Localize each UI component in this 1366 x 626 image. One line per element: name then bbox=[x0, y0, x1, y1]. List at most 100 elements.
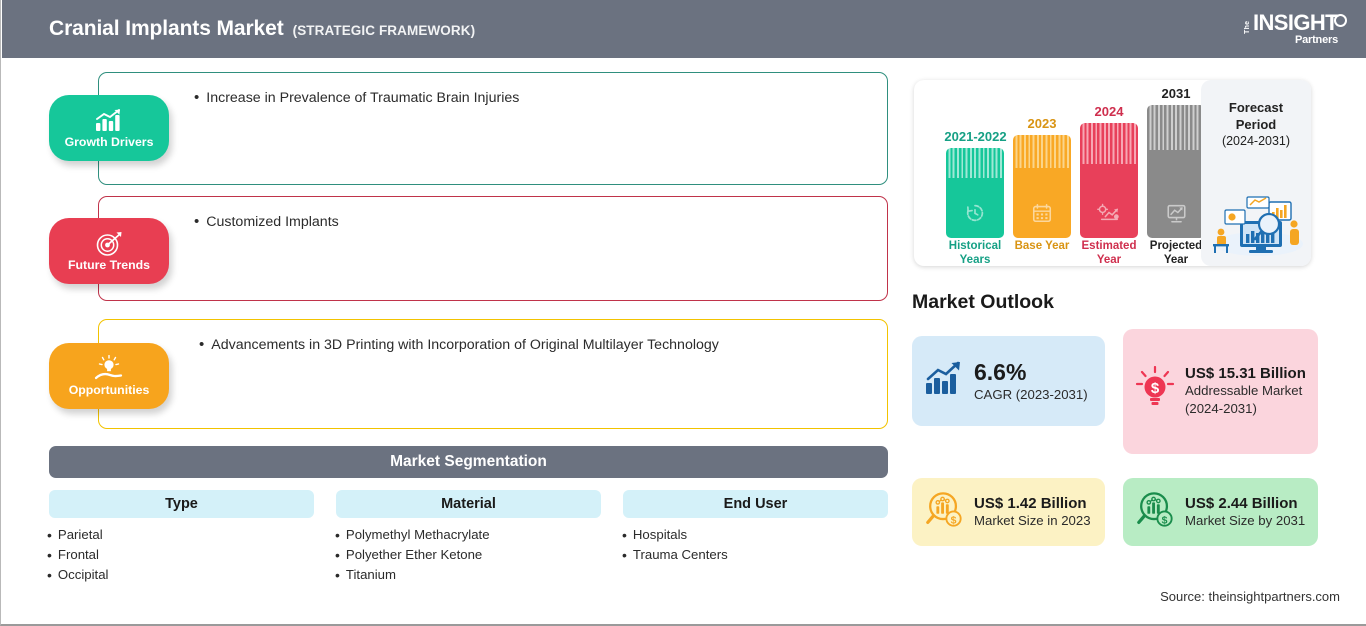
outlook-card-cagr[interactable]: 6.6% CAGR (2023-2031) bbox=[912, 336, 1105, 426]
forecast-bar-base: 2023 bbox=[1013, 80, 1071, 266]
bullet-dot-icon: • bbox=[622, 527, 627, 543]
insight-partners-logo: The INSIGHT Partners bbox=[1227, 8, 1347, 50]
segmentation-list-enduser: • Hospitals • Trauma Centers bbox=[622, 525, 728, 565]
presentation-chart-icon bbox=[1147, 202, 1205, 224]
list-item-label: Occipital bbox=[57, 567, 109, 582]
segmentation-header-type: Type bbox=[49, 490, 314, 518]
bullet-dot-icon: • bbox=[47, 547, 52, 563]
list-item-label: Trauma Centers bbox=[632, 547, 728, 562]
page-header: Cranial Implants Market (STRATEGIC FRAME… bbox=[2, 0, 1366, 58]
list-item: • Hospitals bbox=[622, 525, 728, 545]
forecast-bar-year-label: 2024 bbox=[1094, 104, 1124, 119]
list-item: • Parietal bbox=[47, 525, 108, 545]
list-item-label: Titanium bbox=[345, 567, 396, 582]
bullet-dot-icon: • bbox=[47, 527, 52, 543]
forecast-bar-year-label: 2021-2022 bbox=[944, 129, 1007, 144]
segmentation-list-material: •Polymethyl Methacrylate •Polyether Ethe… bbox=[335, 525, 490, 585]
bullet-dot-icon: • bbox=[335, 547, 340, 563]
forecast-period-years: (2024-2031) bbox=[1221, 134, 1291, 148]
opportunities-bullet-text: Advancements in 3D Printing with Incorpo… bbox=[211, 337, 719, 353]
outlook-card-text: US$ 15.31 Billion Addressable Market (20… bbox=[1185, 365, 1306, 418]
outlook-card-market-size-2023[interactable]: $ US$ 1.42 Billion Market Size in 2023 bbox=[912, 478, 1105, 546]
bullet-dot-icon: • bbox=[335, 567, 340, 583]
future-trends-bullet-row: • Customized Implants bbox=[194, 214, 339, 230]
opportunities-bullet-row: • Advancements in 3D Printing with Incor… bbox=[199, 337, 719, 353]
forecast-bar-body bbox=[1080, 123, 1138, 238]
list-item-label: Parietal bbox=[57, 527, 103, 542]
future-trends-badge[interactable]: Future Trends bbox=[49, 218, 169, 284]
bullet-dot-icon: • bbox=[194, 89, 200, 106]
opportunities-badge[interactable]: Opportunities bbox=[49, 343, 169, 409]
outlook-card-text: US$ 1.42 Billion Market Size in 2023 bbox=[974, 495, 1091, 530]
segmentation-header-material: Material bbox=[336, 490, 601, 518]
future-trends-badge-label: Future Trends bbox=[68, 257, 150, 272]
outlook-card-text: US$ 2.44 Billion Market Size by 2031 bbox=[1185, 495, 1305, 530]
opportunities-badge-label: Opportunities bbox=[68, 382, 150, 397]
logo-circle-icon bbox=[1334, 14, 1347, 27]
forecast-bar-caption: Projected Year bbox=[1149, 240, 1203, 266]
list-item: • Frontal bbox=[47, 545, 108, 565]
forecast-bar-stripes bbox=[946, 148, 1004, 178]
forecast-bar-caption: Historical Years bbox=[948, 240, 1002, 266]
forecast-bar-fill bbox=[1080, 162, 1138, 238]
forecast-bar-caption: Estimated Year bbox=[1081, 240, 1137, 266]
svg-text:$: $ bbox=[1151, 380, 1160, 397]
market-outlook-title: Market Outlook bbox=[912, 291, 1054, 313]
forecast-bar-estimated: 2024 bbox=[1080, 80, 1138, 266]
gear-analytics-icon bbox=[1080, 202, 1138, 224]
forecast-period-title-line2: Period bbox=[1235, 117, 1277, 132]
growth-drivers-bullet-text: Increase in Prevalence of Traumatic Brai… bbox=[206, 90, 520, 106]
forecast-bar-stripes bbox=[1080, 123, 1138, 164]
calendar-icon bbox=[1013, 202, 1071, 224]
source-attribution: Source: theinsightpartners.com bbox=[1160, 589, 1340, 604]
growth-chart-icon bbox=[924, 361, 964, 402]
growth-drivers-badge[interactable]: Growth Drivers bbox=[49, 95, 169, 161]
segmentation-list-type: • Parietal • Frontal • Occipital bbox=[47, 525, 108, 585]
page-subtitle: (STRATEGIC FRAMEWORK) bbox=[292, 23, 476, 38]
logo-the-text: The bbox=[1243, 20, 1251, 34]
forecast-bar-stripes bbox=[1147, 105, 1205, 150]
forecast-bar-historical: 2021-2022 Historical Years bbox=[944, 80, 1006, 266]
forecast-period-title: Forecast Period bbox=[1201, 99, 1311, 133]
forecast-bar-body bbox=[1147, 105, 1205, 238]
logo-top-row: The INSIGHT bbox=[1244, 12, 1347, 34]
forecast-bar-fill bbox=[1147, 150, 1205, 238]
header-title-group: Cranial Implants Market (STRATEGIC FRAME… bbox=[49, 17, 475, 41]
outlook-card-sub: Market Size by 2031 bbox=[1185, 512, 1306, 528]
outlook-card-addressable-market[interactable]: $ US$ 15.31 Billion Addressable Market (… bbox=[1123, 329, 1318, 454]
outlook-card-value: US$ 2.44 Billion bbox=[1185, 494, 1298, 512]
analytics-illustration-icon bbox=[1207, 188, 1305, 258]
outlook-card-market-size-2031[interactable]: $ US$ 2.44 Billion Market Size by 2031 bbox=[1123, 478, 1318, 546]
list-item-label: Polyether Ether Ketone bbox=[345, 547, 483, 562]
future-trends-card: • Customized Implants bbox=[98, 196, 888, 301]
outlook-card-sub: CAGR (2023-2031) bbox=[974, 386, 1088, 402]
list-item-label: Frontal bbox=[57, 547, 99, 562]
opportunities-card: • Advancements in 3D Printing with Incor… bbox=[98, 319, 888, 429]
growth-drivers-badge-label: Growth Drivers bbox=[64, 134, 154, 149]
growth-drivers-card: • Increase in Prevalence of Traumatic Br… bbox=[98, 72, 888, 185]
outlook-card-value: US$ 1.42 Billion bbox=[974, 494, 1087, 512]
forecast-bars-group: 2021-2022 Historical Years 20 bbox=[928, 80, 1205, 266]
logo-partners-text: Partners bbox=[1294, 34, 1338, 46]
outlook-card-sub: Market Size in 2023 bbox=[974, 512, 1091, 528]
bullet-dot-icon: • bbox=[622, 547, 627, 563]
bullet-dot-icon: • bbox=[199, 336, 205, 353]
forecast-bar-year-label: 2023 bbox=[1027, 116, 1057, 131]
forecast-bar-body bbox=[1013, 135, 1071, 238]
outlook-card-text: 6.6% CAGR (2023-2031) bbox=[974, 359, 1088, 404]
forecast-timeline-panel: 2021-2022 Historical Years 20 bbox=[914, 80, 1311, 266]
magnifier-chart-dollar-icon: $ bbox=[1135, 490, 1175, 535]
forecast-bar-projected: 2031 Projected Year bbox=[1147, 80, 1205, 266]
lightbulb-hand-icon bbox=[94, 355, 124, 382]
forecast-bar-body bbox=[946, 148, 1004, 238]
outlook-card-sub: Addressable Market (2024-2031) bbox=[1185, 383, 1303, 416]
forecast-bar-fill bbox=[1013, 166, 1071, 238]
market-segmentation-title: Market Segmentation bbox=[49, 446, 888, 478]
bullet-dot-icon: • bbox=[47, 567, 52, 583]
growth-drivers-bullet-row: • Increase in Prevalence of Traumatic Br… bbox=[194, 90, 519, 106]
forecast-period-title-line1: Forecast bbox=[1228, 100, 1284, 115]
list-item-label: Hospitals bbox=[632, 527, 688, 542]
future-trends-bullet-text: Customized Implants bbox=[206, 214, 339, 230]
forecast-bar-stripes bbox=[1013, 135, 1071, 168]
